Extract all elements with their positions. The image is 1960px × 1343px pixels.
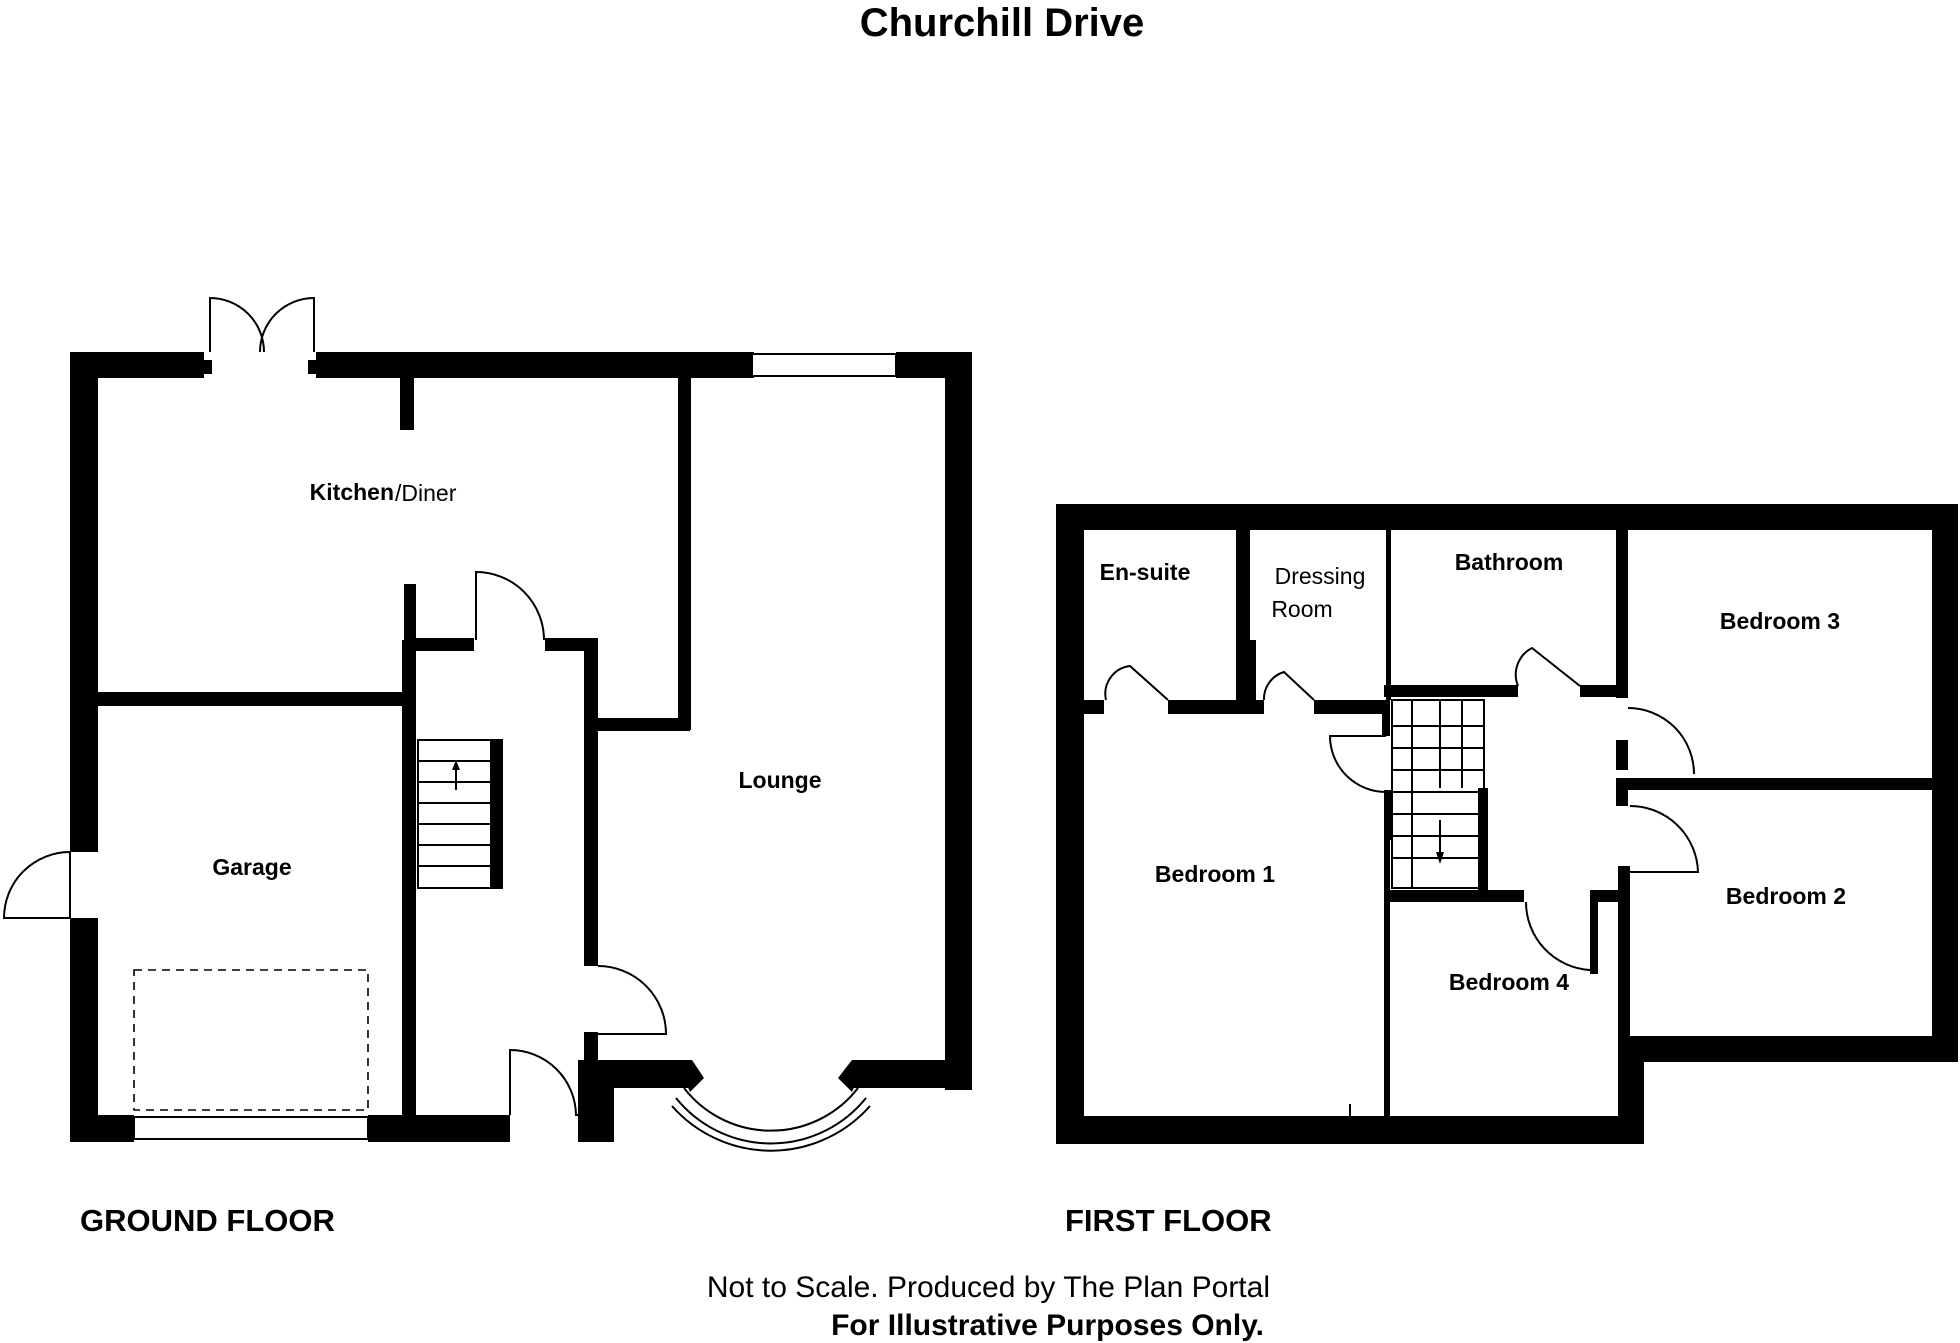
illustrative-disclaimer: For Illustrative Purposes Only. [831, 1309, 1264, 1342]
dressing-room-label-line2: Room [1271, 596, 1332, 622]
bedroom-1-label: Bedroom 1 [1155, 861, 1275, 887]
kitchen-diner-label: Kitchen [310, 479, 394, 505]
first-floor-plan: En-suite Dressing Room Bathroom Bedroom … [1056, 504, 1958, 1144]
dressing-room-label-line1: Dressing [1275, 563, 1366, 589]
bedroom-3-label: Bedroom 3 [1720, 608, 1840, 634]
ground-floor-plan: Kitchen /Diner Garage Lounge [2, 296, 972, 1152]
ensuite-label: En-suite [1100, 559, 1191, 585]
scale-note: Not to Scale. Produced by The Plan Porta… [707, 1271, 1270, 1304]
bathroom-label: Bathroom [1455, 549, 1564, 575]
plan-title: Churchill Drive [860, 1, 1145, 45]
first-floor-label: FIRST FLOOR [1065, 1203, 1272, 1238]
bedroom-2-label: Bedroom 2 [1726, 883, 1846, 909]
kitchen-diner-suffix: /Diner [395, 480, 457, 506]
garage-label: Garage [212, 854, 291, 880]
bedroom-4-label: Bedroom 4 [1449, 969, 1569, 995]
ground-floor-label: GROUND FLOOR [80, 1203, 335, 1238]
lounge-label: Lounge [738, 767, 821, 793]
